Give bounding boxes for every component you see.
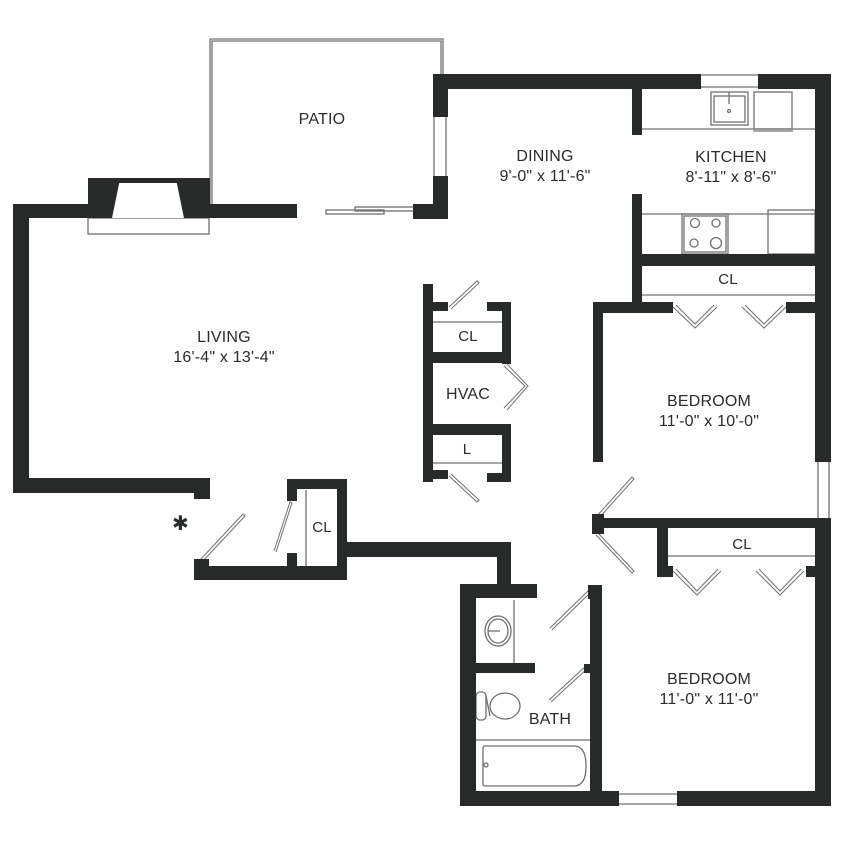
wall <box>632 194 642 304</box>
dishwasher-icon <box>753 91 793 132</box>
sink-icon <box>710 91 749 126</box>
closet-label-bedroom2: CL <box>732 536 752 553</box>
wall <box>347 542 511 557</box>
sliding-door-icon <box>325 206 416 215</box>
wall <box>590 585 602 806</box>
room-dimensions: 11'-0" x 11'-0" <box>659 691 759 708</box>
wall <box>502 302 511 364</box>
wall <box>657 566 673 577</box>
toilet-icon <box>475 691 521 721</box>
room-name: DINING <box>516 148 574 165</box>
wall <box>13 204 29 493</box>
wall <box>815 518 831 806</box>
bifold-door-icon-2 <box>672 568 805 596</box>
wall <box>287 479 297 501</box>
wall <box>460 791 619 806</box>
closet-label-kitchen: CL <box>718 271 738 288</box>
swing-door-icon <box>199 280 635 703</box>
room-dimensions: 9'-0" x 11'-6" <box>499 168 591 185</box>
wall <box>460 584 537 598</box>
wall <box>593 302 673 313</box>
refrigerator-icon <box>767 209 816 255</box>
room-label-patio: PATIO <box>298 111 346 128</box>
wall <box>593 518 831 528</box>
wall <box>423 470 448 479</box>
wall <box>423 302 448 311</box>
wall <box>423 352 511 363</box>
room-dimensions: 11'-0" x 10'-0" <box>658 413 760 430</box>
wall <box>413 204 448 219</box>
wall <box>632 85 642 135</box>
bathtub-icon <box>482 745 587 787</box>
wall <box>423 424 511 435</box>
room-label-bedroom1: BEDROOM 11'-0" x 10'-0" <box>659 392 759 432</box>
wall <box>815 74 831 462</box>
wall <box>806 566 820 577</box>
room-label-bedroom2: BEDROOM 11'-0" x 11'-0" <box>659 670 758 710</box>
room-label-living: LIVING 16'-4" x 13'-4" <box>173 328 274 368</box>
wall <box>584 664 602 673</box>
room-name: BEDROOM <box>666 393 752 410</box>
room-name: BEDROOM <box>666 671 752 688</box>
wall <box>287 479 347 489</box>
wall <box>786 302 821 313</box>
wall <box>194 566 347 580</box>
bedroom1-window <box>817 462 830 520</box>
entry-marker-icon: ✱ <box>172 513 189 535</box>
wall <box>593 302 603 462</box>
room-name: KITCHEN <box>695 149 767 166</box>
bedroom2-window <box>619 793 677 805</box>
wall <box>632 254 822 266</box>
fireplace-hearth <box>87 217 210 235</box>
wall <box>592 514 604 534</box>
fireplace-opening <box>112 183 184 218</box>
room-label-bath: BATH <box>528 711 572 728</box>
wall <box>657 525 668 577</box>
closet-label-entry: CL <box>312 519 332 536</box>
room-name: LIVING <box>197 329 251 346</box>
wall <box>200 204 297 218</box>
wall <box>194 559 209 579</box>
wall <box>487 302 511 311</box>
room-label-kitchen: KITCHEN 8'-11" x 8'-6" <box>685 148 776 188</box>
wall <box>433 74 701 89</box>
wall <box>194 478 210 499</box>
wall <box>423 284 433 482</box>
kitchen-window <box>701 74 758 88</box>
wall <box>460 584 476 806</box>
closet-label-hall: CL <box>458 328 478 345</box>
bifold-door-icon <box>672 304 787 329</box>
room-label-dining: DINING 9'-0" x 11'-6" <box>499 147 590 187</box>
wall <box>337 479 347 579</box>
room-label-hvac: HVAC <box>445 386 491 403</box>
wall <box>502 424 511 482</box>
bathroom-sink-icon <box>484 615 512 647</box>
wall <box>588 585 602 599</box>
wall <box>758 74 831 89</box>
wall <box>287 553 297 569</box>
wall <box>13 204 103 218</box>
closet-label-linen: L <box>462 441 472 458</box>
dining-window <box>433 117 447 176</box>
wall <box>460 663 535 673</box>
room-dimensions: 8'-11" x 8'-6" <box>685 169 777 186</box>
wall <box>677 791 831 806</box>
wall <box>13 478 210 493</box>
stove-icon <box>681 213 729 255</box>
wall <box>487 473 511 482</box>
patio-outline <box>209 38 444 205</box>
room-dimensions: 16'-4" x 13'-4" <box>173 349 275 366</box>
wall <box>497 542 511 587</box>
